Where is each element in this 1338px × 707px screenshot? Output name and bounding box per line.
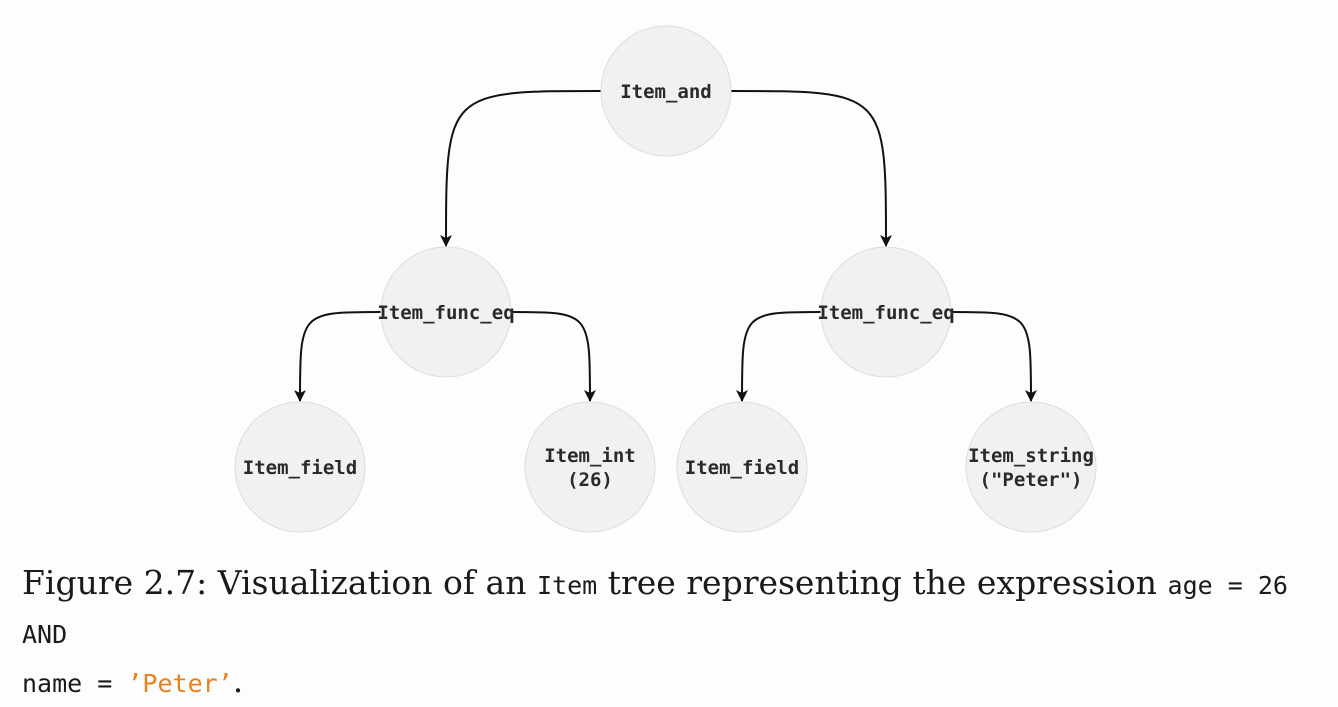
edge-right_eq-to-right_field bbox=[736, 311, 822, 402]
node-label: Item_string bbox=[968, 445, 1094, 467]
node-circle bbox=[600, 25, 732, 157]
node-circle bbox=[380, 246, 512, 378]
node-label: Item_func_eq bbox=[377, 302, 514, 324]
edge-root-to-right_eq bbox=[730, 90, 892, 247]
edges bbox=[294, 90, 1037, 402]
node-left-field: Item_field bbox=[234, 401, 366, 533]
node-right-eq: Item_func_eq bbox=[817, 246, 955, 378]
caption-expr-line1: age = 26 AND bbox=[22, 571, 1288, 649]
node-label: Item_field bbox=[243, 457, 357, 479]
caption-code-item: Item bbox=[536, 571, 598, 600]
edge-left_eq-to-left_int bbox=[510, 311, 596, 402]
node-circle bbox=[676, 401, 808, 533]
node-left-eq: Item_func_eq bbox=[377, 246, 515, 378]
node-right-field: Item_field bbox=[676, 401, 808, 533]
edge-root-to-left_eq bbox=[440, 90, 602, 247]
node-root: Item_and bbox=[600, 25, 732, 157]
caption-suffix: . bbox=[232, 661, 244, 700]
node-label: Item_field bbox=[685, 457, 799, 479]
caption-expr-string: ’Peter’ bbox=[127, 669, 233, 698]
figure-caption: Figure 2.7: Visualization of an Item tre… bbox=[22, 560, 1322, 707]
node-left-int: Item_int(26) bbox=[524, 401, 656, 533]
edge-left_eq-to-left_field bbox=[294, 311, 382, 402]
caption-expr-line2: name = bbox=[22, 669, 128, 698]
node-circle bbox=[820, 246, 952, 378]
caption-middle: tree representing the expression bbox=[597, 563, 1168, 602]
node-label: Item_and bbox=[620, 81, 712, 103]
node-right-string: Item_string("Peter") bbox=[965, 401, 1097, 533]
caption-prefix: Figure 2.7: Visualization of an bbox=[22, 563, 537, 602]
node-label: ("Peter") bbox=[980, 469, 1083, 491]
node-circle bbox=[965, 401, 1097, 533]
node-circle bbox=[234, 401, 366, 533]
node-label: Item_int bbox=[544, 445, 636, 467]
node-label: (26) bbox=[567, 469, 613, 491]
node-label: Item_func_eq bbox=[817, 302, 954, 324]
edge-right_eq-to-right_string bbox=[950, 311, 1037, 402]
node-circle bbox=[524, 401, 656, 533]
